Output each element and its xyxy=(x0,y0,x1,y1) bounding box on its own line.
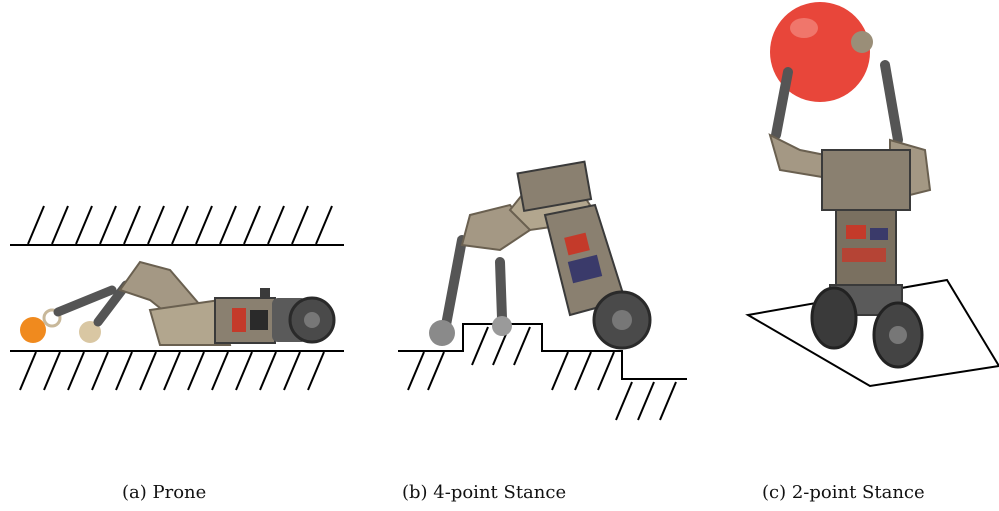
caption-4-point-stance: (b) 4-point Stance xyxy=(402,482,567,503)
2-point-stance-illustration xyxy=(745,2,999,388)
panel-2-point-stance: (c) 2-point Stance xyxy=(740,0,999,511)
ceiling-hatch xyxy=(10,205,344,246)
left-wheel xyxy=(810,286,858,350)
caption-2-point-stance: (c) 2-point Stance xyxy=(762,482,925,503)
orange-ball xyxy=(20,317,46,343)
robot-2-point xyxy=(768,2,932,369)
panel-4-point-stance: (b) 4-point Stance xyxy=(390,0,710,511)
robot-prone xyxy=(20,260,336,346)
stepped-ground xyxy=(398,323,687,421)
panel-prone: (a) Prone xyxy=(0,0,350,511)
caption-prone: (a) Prone xyxy=(122,482,207,503)
4-point-stance-illustration xyxy=(398,160,687,421)
prone-illustration xyxy=(10,205,344,391)
robot-4-point xyxy=(429,160,652,350)
floor-hatch xyxy=(10,350,344,391)
